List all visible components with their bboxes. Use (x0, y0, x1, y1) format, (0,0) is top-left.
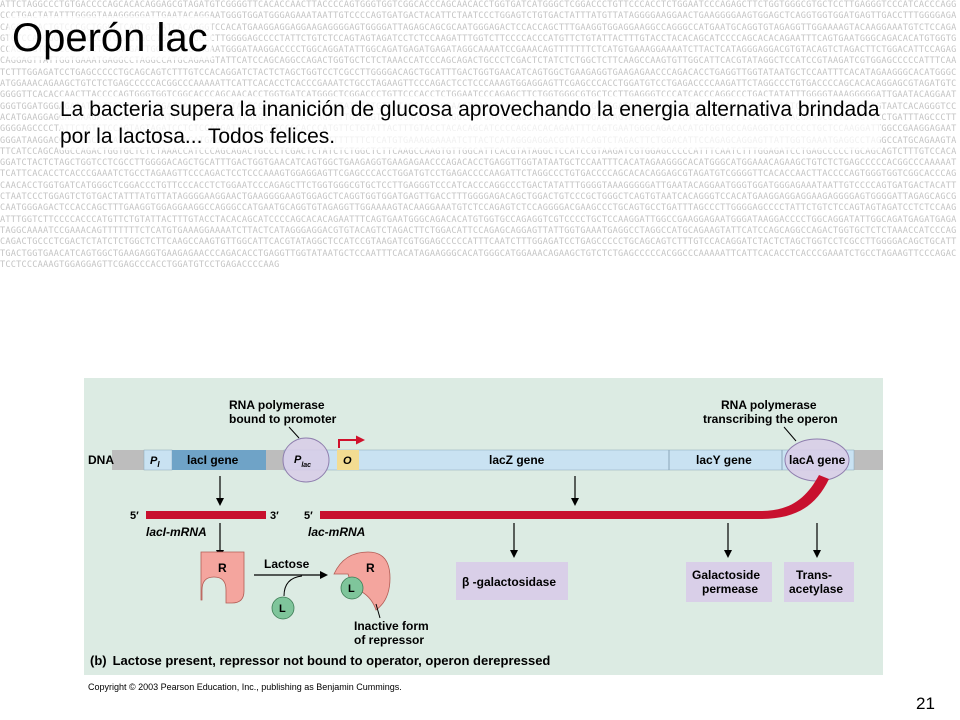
page-number: 21 (916, 694, 935, 714)
repressor-label: R (218, 561, 227, 575)
inactive-form-line2: of repressor (354, 633, 424, 647)
dna-flank-right (854, 450, 884, 470)
slide-caption: La bacteria supera la inanición de gluco… (60, 96, 880, 150)
dna-flank-left (112, 450, 144, 470)
spacer-region (266, 450, 284, 470)
transacetylase-box (784, 562, 854, 602)
operon-region (283, 449, 855, 471)
diagram-panel: DNA PI lacI gene lacZ gene lacY gene Pla… (84, 378, 884, 675)
beta-galactosidase-label: β -galactosidase (462, 575, 556, 589)
dna-label: DNA (88, 453, 114, 467)
bound-lactose-label: L (348, 583, 355, 595)
bound-lactose-molecule (340, 576, 364, 600)
beta-galactosidase-box (456, 562, 568, 600)
lactose-label: Lactose (264, 557, 310, 571)
transcription-start-arrow (338, 435, 365, 448)
rnap-promoter-label-line2: bound to promoter (229, 412, 337, 426)
rna-polymerase-promoter (282, 437, 330, 483)
lactose-curve (283, 575, 303, 597)
panel-caption: (b)Lactose present, repressor not bound … (90, 653, 550, 668)
inactive-form-pointer (375, 603, 381, 619)
lactose-molecule (271, 596, 295, 620)
laca-gene-label: lacA gene (789, 453, 846, 467)
rnap-operon-pointer (783, 426, 797, 442)
lac-mrna-five-prime: 5′ (304, 510, 313, 522)
inactive-form-line1: Inactive form (354, 619, 429, 633)
permease-label-line1: Galactoside (692, 568, 760, 582)
slide-title: Operón lac (8, 16, 212, 60)
permease-label-line2: permease (702, 582, 758, 596)
lac-operon-diagram: DNA PI lacI gene lacZ gene lacY gene Pla… (88, 398, 884, 668)
lactose-molecule-label: L (279, 603, 286, 615)
inactive-repressor (333, 551, 391, 611)
operator-label: O (343, 455, 352, 467)
laci-mrna-label: lacI-mRNA (146, 525, 207, 539)
transacetylase-label-line2: acetylase (789, 582, 843, 596)
laci-gene-region (172, 450, 266, 470)
repressor-protein (200, 551, 245, 604)
promoter-i-label: PI (150, 455, 160, 469)
laci-mrna-five-prime: 5′ (130, 510, 139, 522)
lacz-gene-label: lacZ gene (489, 453, 545, 467)
laci-mrna-strand (146, 511, 266, 519)
laci-mrna-three-prime: 3′ (270, 510, 279, 522)
rnap-promoter-pointer (288, 426, 300, 439)
lac-mrna-strand (320, 475, 829, 519)
operator-region (337, 450, 359, 470)
laci-gene-label: lacI gene (187, 453, 239, 467)
copyright-notice: Copyright © 2003 Pearson Education, Inc.… (88, 682, 402, 692)
promoter-lac-label: Plac (294, 454, 311, 469)
rnap-promoter-label-line1: RNA polymerase (229, 398, 325, 412)
transacetylase-label-line1: Trans- (796, 568, 832, 582)
lac-mrna-label: lac-mRNA (308, 525, 365, 539)
lacy-gene-label: lacY gene (696, 453, 752, 467)
permease-box (686, 562, 772, 602)
rnap-operon-label-line2: transcribing the operon (703, 412, 838, 426)
rnap-operon-label-line1: RNA polymerase (721, 398, 817, 412)
inactive-repressor-label: R (366, 561, 375, 575)
